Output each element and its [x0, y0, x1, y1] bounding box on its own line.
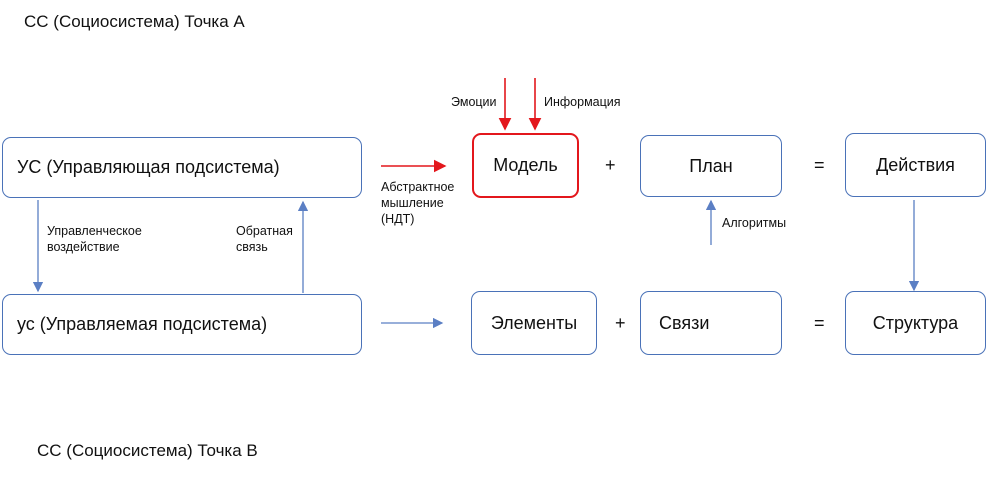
title-point-a: СС (Социосистема) Точка А	[24, 12, 245, 31]
label-control-line-1: Управленческое	[47, 224, 142, 238]
label-control-line-2: воздействие	[47, 240, 120, 254]
box-us-lower: ус (Управляемая подсистема)	[2, 294, 362, 355]
equals-top: =	[814, 155, 825, 175]
box-model: Модель	[472, 133, 579, 198]
box-plan: План	[640, 135, 782, 197]
plus-bottom: +	[615, 313, 626, 333]
box-links: Связи	[640, 291, 782, 355]
equals-bottom: =	[814, 313, 825, 333]
box-actions: Действия	[845, 133, 986, 197]
box-us-upper: УС (Управляющая подсистема)	[2, 137, 362, 198]
label-algorithms: Алгоритмы	[722, 216, 787, 230]
label-feedback-line-1: Обратная	[236, 224, 293, 238]
box-structure: Структура	[845, 291, 986, 355]
label-abstract-line-2: мышление	[381, 196, 444, 210]
title-point-b: СС (Социосистема) Точка В	[37, 441, 258, 460]
label-information: Информация	[544, 95, 621, 109]
label-control-action: Управленческое воздействие	[47, 223, 142, 255]
label-feedback: Обратная связь	[236, 223, 293, 255]
label-abstract-thinking: Абстрактное мышление (НДТ)	[381, 179, 454, 227]
plus-top: +	[605, 155, 616, 175]
box-elements: Элементы	[471, 291, 597, 355]
label-emotions: Эмоции	[451, 95, 497, 109]
label-abstract-line-3: (НДТ)	[381, 212, 415, 226]
label-feedback-line-2: связь	[236, 240, 268, 254]
label-abstract-line-1: Абстрактное	[381, 180, 455, 194]
